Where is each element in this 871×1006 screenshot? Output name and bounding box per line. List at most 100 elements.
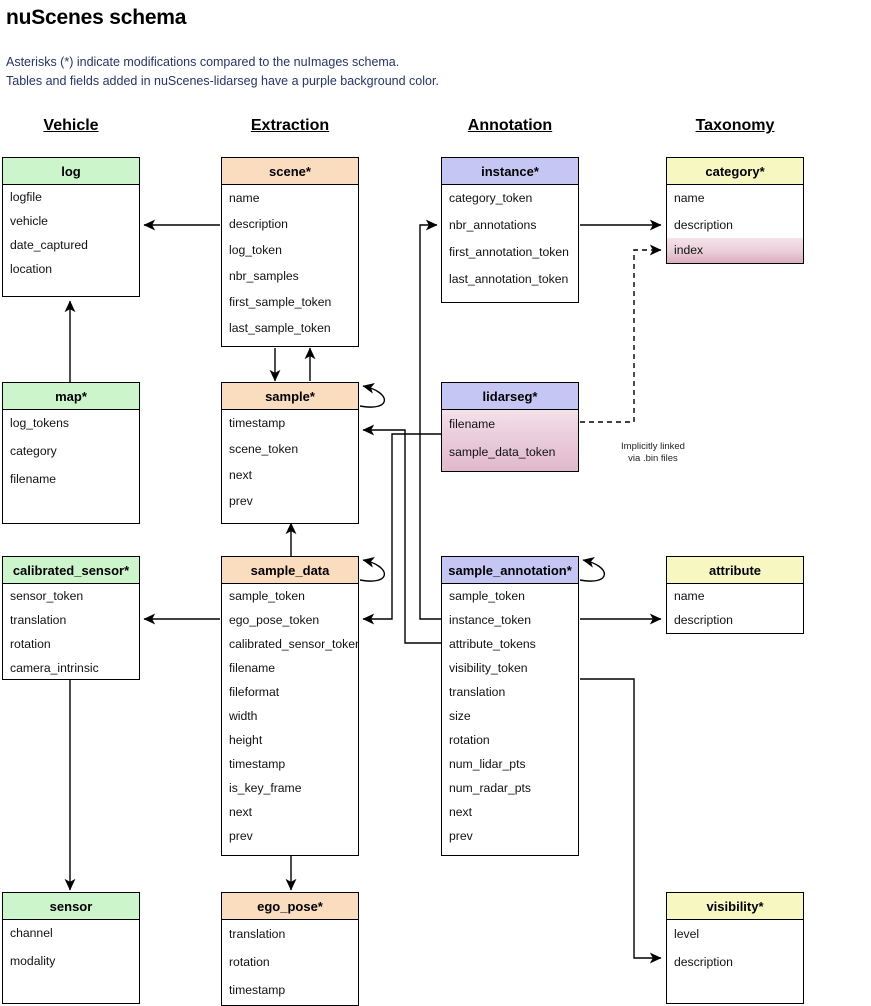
table-header-ego-pose: ego_pose* [222, 893, 358, 920]
table-attribute[interactable]: attribute name description [666, 556, 804, 634]
field-row: size [449, 709, 471, 723]
field-row: name [229, 191, 260, 205]
field-row: category_token [449, 191, 533, 205]
table-visibility[interactable]: visibility* level description [666, 892, 804, 1004]
table-header-sensor: sensor [3, 893, 139, 920]
field-row: category [10, 444, 57, 458]
field-row: vehicle [10, 214, 48, 228]
table-calibrated-sensor[interactable]: calibrated_sensor* sensor_token translat… [2, 556, 140, 680]
field-row: prev [229, 829, 253, 843]
table-header-sample-data: sample_data [222, 557, 358, 584]
group-label-taxonomy: Taxonomy [695, 117, 775, 134]
table-instance[interactable]: instance* category_token nbr_annotations… [441, 157, 579, 303]
field-row: description [674, 218, 733, 232]
field-row: translation [10, 613, 67, 627]
field-row: attribute_tokens [449, 637, 536, 651]
group-label-vehicle: Vehicle [43, 117, 99, 134]
field-row: channel [10, 926, 53, 940]
table-header-visibility: visibility* [667, 893, 803, 920]
table-fields-category: name description index [667, 185, 803, 263]
table-header-sample-annotation: sample_annotation* [442, 557, 578, 584]
field-row: last_annotation_token [449, 272, 569, 286]
table-lidarseg[interactable]: lidarseg* filename sample_data_token [441, 382, 579, 472]
field-row: next [229, 805, 253, 819]
field-row: scene_token [229, 442, 299, 456]
field-row: next [229, 468, 253, 482]
table-fields-sample-annotation: sample_token instance_token attribute_to… [442, 584, 578, 848]
table-sample-data[interactable]: sample_data sample_token ego_pose_token … [221, 556, 359, 856]
table-fields-sample: timestamp scene_token next prev [222, 410, 358, 514]
field-row: camera_intrinsic [10, 661, 99, 675]
group-label-annotation: Annotation [467, 117, 553, 134]
field-row: calibrated_sensor_token [229, 637, 359, 651]
table-header-scene: scene* [222, 158, 358, 185]
field-row: num_lidar_pts [449, 757, 526, 771]
note-asterisks: Asterisks (*) indicate modifications com… [6, 55, 400, 69]
field-row: sample_data_token [449, 445, 556, 459]
field-row: nbr_annotations [449, 218, 537, 232]
table-header-category: category* [667, 158, 803, 185]
field-row: logfile [10, 190, 42, 204]
field-row: location [10, 262, 53, 276]
field-row: timestamp [229, 983, 286, 997]
table-fields-attribute: name description [667, 584, 803, 632]
table-sensor[interactable]: sensor channel modality [2, 892, 140, 1004]
table-fields-visibility: level description [667, 920, 803, 976]
table-fields-map: log_tokens category filename [3, 410, 139, 493]
table-header-log: log [3, 158, 139, 185]
table-scene[interactable]: scene* name description log_token nbr_sa… [221, 157, 359, 347]
field-row: next [449, 805, 473, 819]
field-row: level [674, 927, 700, 941]
field-row: filename [449, 417, 496, 431]
page-title: nuScenes schema [6, 6, 187, 29]
table-category[interactable]: category* name description index [666, 157, 804, 264]
field-row: fileformat [229, 685, 280, 699]
field-row: visibility_token [449, 661, 528, 675]
table-sample-annotation[interactable]: sample_annotation* sample_token instance… [441, 556, 579, 856]
table-header-attribute: attribute [667, 557, 803, 584]
field-row: name [674, 589, 705, 603]
implicit-link-note-line2: via .bin files [628, 453, 678, 464]
field-row: date_captured [10, 238, 88, 252]
note-lidarseg-color: Tables and fields added in nuScenes-lida… [6, 74, 439, 88]
field-row: translation [449, 685, 506, 699]
field-row: description [229, 217, 288, 231]
table-log[interactable]: log logfile vehicle date_captured locati… [2, 157, 140, 297]
table-fields-ego-pose: translation rotation timestamp [222, 920, 358, 1004]
field-row: rotation [449, 733, 490, 747]
group-label-extraction: Extraction [250, 117, 330, 134]
implicit-link-note: Implicitly linked via .bin files [588, 441, 718, 465]
field-row: prev [229, 494, 253, 508]
table-fields-scene: name description log_token nbr_samples f… [222, 185, 358, 341]
field-row: nbr_samples [229, 269, 299, 283]
field-row: height [229, 733, 263, 747]
field-row: description [674, 613, 733, 627]
table-header-sample: sample* [222, 383, 358, 410]
field-row: instance_token [449, 613, 531, 627]
field-row: filename [10, 472, 57, 486]
field-row: is_key_frame [229, 781, 302, 795]
table-fields-sensor: channel modality [3, 920, 139, 975]
table-header-map: map* [3, 383, 139, 410]
table-fields-instance: category_token nbr_annotations first_ann… [442, 185, 578, 293]
field-row: name [674, 191, 705, 205]
table-ego-pose[interactable]: ego_pose* translation rotation timestamp [221, 892, 359, 1006]
table-map[interactable]: map* log_tokens category filename [2, 382, 140, 524]
field-row: modality [10, 954, 56, 968]
field-row: rotation [229, 955, 270, 969]
field-row: rotation [10, 637, 51, 651]
table-header-instance: instance* [442, 158, 578, 185]
field-row: sample_token [449, 589, 525, 603]
field-row: sample_token [229, 589, 305, 603]
table-header-lidarseg: lidarseg* [442, 383, 578, 410]
table-fields-lidarseg: filename sample_data_token [442, 410, 578, 471]
table-sample[interactable]: sample* timestamp scene_token next prev [221, 382, 359, 524]
field-row: log_token [229, 243, 282, 257]
field-row: last_sample_token [229, 321, 331, 335]
field-row: first_annotation_token [449, 245, 569, 259]
field-row: description [674, 955, 733, 969]
field-row: translation [229, 927, 286, 941]
table-fields-log: logfile vehicle date_captured location [3, 185, 139, 281]
field-row: prev [449, 829, 473, 843]
